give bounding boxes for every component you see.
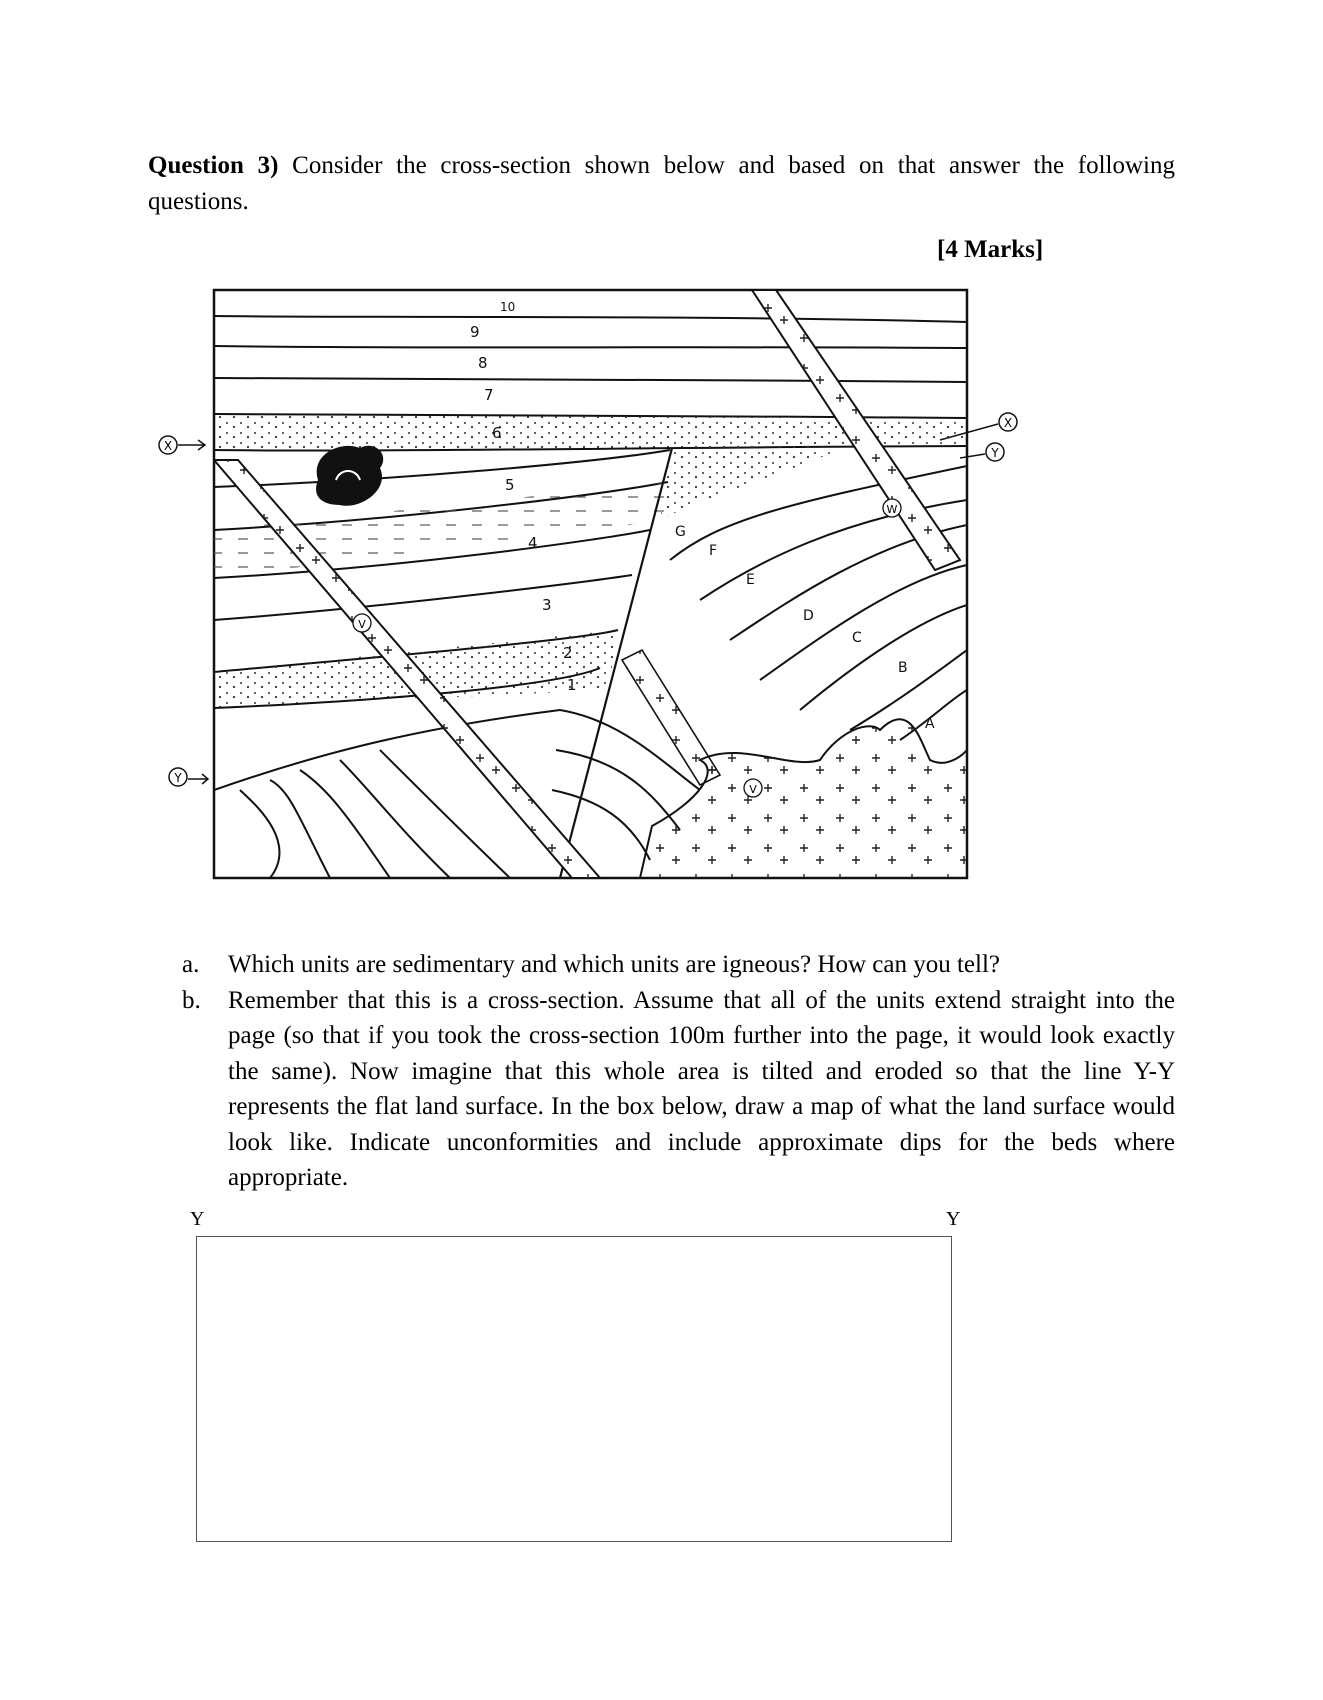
- bed-label-F: F: [709, 543, 717, 559]
- question-body: Consider the cross-section shown below a…: [148, 152, 1175, 215]
- svg-text:X: X: [164, 439, 172, 453]
- svg-text:W: W: [887, 503, 898, 516]
- v-label-intrusion: V: [743, 778, 763, 798]
- y-marker-left: Y: [168, 767, 210, 787]
- part-b: b. Remember that this is a cross-section…: [182, 983, 1175, 1196]
- question-text: Question 3) Consider the cross-section s…: [148, 148, 1175, 220]
- part-a-text: Which units are sedimentary and which un…: [228, 951, 1000, 978]
- svg-text:Y: Y: [990, 446, 999, 460]
- svg-text:V: V: [358, 618, 366, 631]
- part-a-label: a.: [182, 951, 200, 978]
- bed-label-A: A: [925, 716, 935, 732]
- x-marker-right: X: [939, 412, 1018, 441]
- answer-drawing-box[interactable]: [196, 1236, 952, 1542]
- geologic-cross-section: X X Y Y V V W 1 2 3 4 5 6 7 8 9 10: [158, 288, 1018, 880]
- v-label-dike: V: [352, 613, 372, 633]
- bed-label-10: 10: [500, 300, 515, 314]
- bed-label-E: E: [746, 572, 755, 588]
- bed-label-4: 4: [528, 534, 538, 552]
- bed-label-2: 2: [563, 644, 573, 662]
- y-marker-right: Y: [959, 442, 1005, 462]
- part-b-label: b.: [182, 986, 201, 1014]
- bed-label-8: 8: [478, 354, 488, 372]
- bed-label-G: G: [675, 524, 686, 540]
- question-parts: a. Which units are sedimentary and which…: [182, 947, 1175, 1196]
- svg-text:Y: Y: [173, 771, 182, 785]
- bed-letter-labels: A B C D E F G: [675, 524, 935, 732]
- bed-number-labels: 1 2 3 4 5 6 7 8 9 10: [470, 300, 577, 694]
- w-label-dike: W: [882, 498, 902, 518]
- black-blob: [316, 445, 384, 506]
- answer-box-y-right-label: Y: [946, 1208, 961, 1230]
- bed-label-B: B: [898, 660, 908, 676]
- question-heading: Question 3): [148, 152, 279, 179]
- svg-text:V: V: [749, 783, 757, 796]
- bed-label-7: 7: [484, 386, 494, 404]
- bed-label-3: 3: [542, 596, 552, 614]
- bed-label-D: D: [803, 608, 814, 624]
- marks-label: [4 Marks]: [937, 236, 1044, 263]
- fault-line-1: [558, 447, 674, 878]
- bed-label-9: 9: [470, 323, 480, 341]
- part-a: a. Which units are sedimentary and which…: [182, 947, 1175, 983]
- part-b-text: Remember that this is a cross-section. A…: [228, 986, 1175, 1192]
- bed-label-6: 6: [492, 424, 502, 442]
- bed-label-5: 5: [505, 476, 515, 494]
- bed-label-1: 1: [567, 676, 577, 694]
- svg-text:X: X: [1004, 416, 1012, 430]
- bed-label-C: C: [852, 630, 862, 646]
- answer-box-y-left-label: Y: [190, 1208, 205, 1230]
- x-marker-left: X: [158, 435, 207, 455]
